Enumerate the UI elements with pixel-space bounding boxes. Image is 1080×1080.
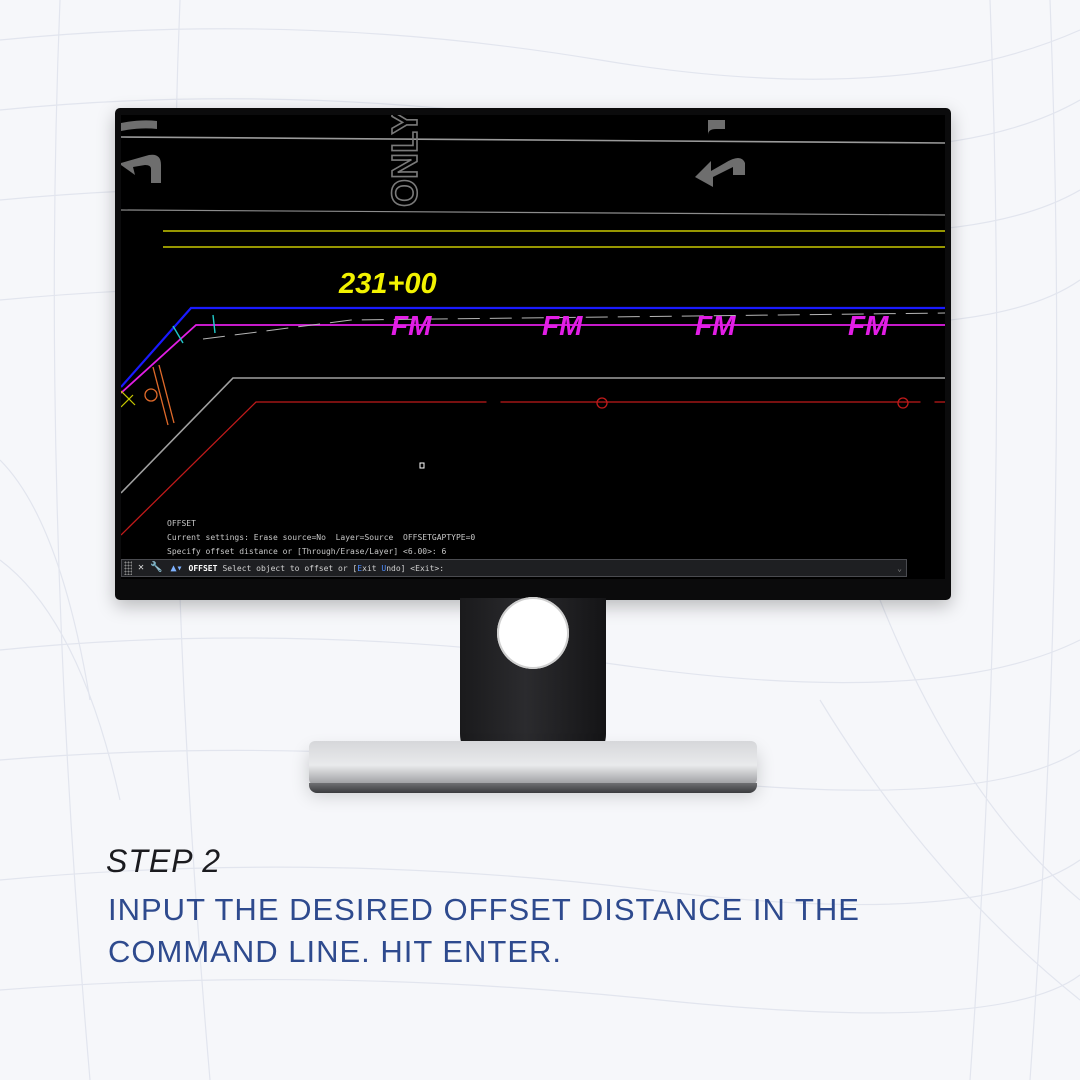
step-title: STEP 2 — [106, 843, 222, 879]
cursor-pickbox — [419, 462, 425, 469]
drag-handle-icon[interactable] — [124, 561, 132, 575]
exit-option-key[interactable]: E — [357, 563, 363, 573]
cyan-tick — [172, 325, 184, 344]
command-prompt-icon: ▲▾ — [170, 562, 183, 574]
orange-fitting — [144, 388, 158, 402]
command-history: OFFSET Current settings: Erase source=No… — [167, 517, 907, 559]
undo-option-key[interactable]: U — [381, 563, 387, 573]
command-name: OFFSET — [188, 563, 218, 573]
command-history-line: Specify offset distance or [Through/Eras… — [167, 547, 447, 556]
cyan-tick — [212, 314, 216, 334]
orange-fitting — [152, 366, 169, 426]
step-instruction: INPUT THE DESIRED OFFSET DISTANCE IN THE… — [108, 892, 860, 969]
red-manhole-marker — [596, 397, 608, 409]
road-edge-line — [121, 136, 945, 144]
station-label: 231+00 — [339, 268, 437, 300]
cable-management-hole — [497, 597, 569, 669]
magenta-forcemain-line — [121, 324, 945, 394]
monitor-stand-base-edge — [309, 783, 757, 793]
forcemain-label: FM — [542, 310, 583, 341]
blue-line — [121, 306, 945, 388]
prompt-text: Select object to offset or [ — [222, 563, 358, 573]
chevron-down-icon[interactable]: ⌄ — [897, 563, 902, 573]
turn-arrow-marking — [695, 158, 745, 187]
cad-drawing-area[interactable]: ONLY O 231+00 FM FM FM FM OFFSET Current… — [121, 115, 945, 579]
command-history-line: Current settings: Erase source=No Layer=… — [167, 533, 476, 542]
turn-arrow-marking — [708, 120, 725, 135]
forcemain-label: FM — [848, 310, 889, 341]
turn-arrow-marking — [121, 154, 161, 183]
pavement-word-marking: ONLY O — [384, 115, 425, 207]
command-history-line: OFFSET — [167, 519, 196, 528]
prompt-text: ] <Exit>: — [400, 563, 445, 573]
dashed-centerline — [202, 312, 945, 340]
exit-option-text[interactable]: xit — [362, 563, 382, 573]
command-line[interactable]: ✕ 🔧 ▲▾ OFFSET Select object to offset or… — [121, 559, 907, 577]
orange-fitting — [158, 364, 175, 424]
yellow-tick — [121, 390, 136, 406]
undo-option-text[interactable]: ndo — [386, 563, 401, 573]
road-edge-line — [121, 209, 945, 216]
close-icon[interactable]: ✕ — [138, 562, 145, 573]
forcemain-label: FM — [695, 310, 736, 341]
cad-linework: ONLY O — [121, 115, 945, 536]
red-manhole-marker — [897, 397, 909, 409]
road-edge-line — [121, 377, 945, 494]
turn-arrow-marking — [121, 120, 157, 131]
yellow-tick — [121, 394, 134, 408]
monitor-stand-base — [309, 741, 757, 785]
forcemain-label: FM — [391, 310, 432, 341]
command-prompt-text[interactable]: Select object to offset or [Exit Undo] <… — [222, 564, 444, 573]
wrench-icon[interactable]: 🔧 — [150, 562, 163, 573]
red-line — [121, 401, 945, 536]
